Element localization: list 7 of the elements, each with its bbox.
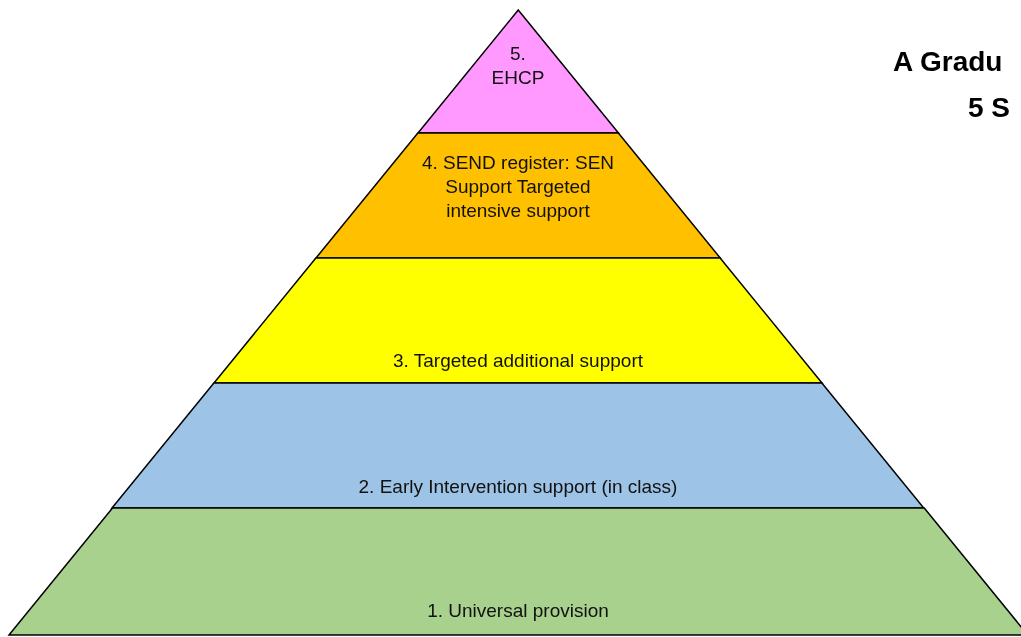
title-text: 5 S (968, 92, 1011, 124)
tier-label: 5. EHCP (490, 42, 546, 90)
tier-label: 3. Targeted additional support (392, 349, 644, 373)
tier-label: 4. SEND register: SEN Support Targeted intensive support (420, 151, 616, 223)
tier-label: 2. Early Intervention support (in class) (357, 475, 679, 499)
title-text: A Gradu (893, 46, 1003, 78)
tier-label: 1. Universal provision (426, 599, 610, 623)
